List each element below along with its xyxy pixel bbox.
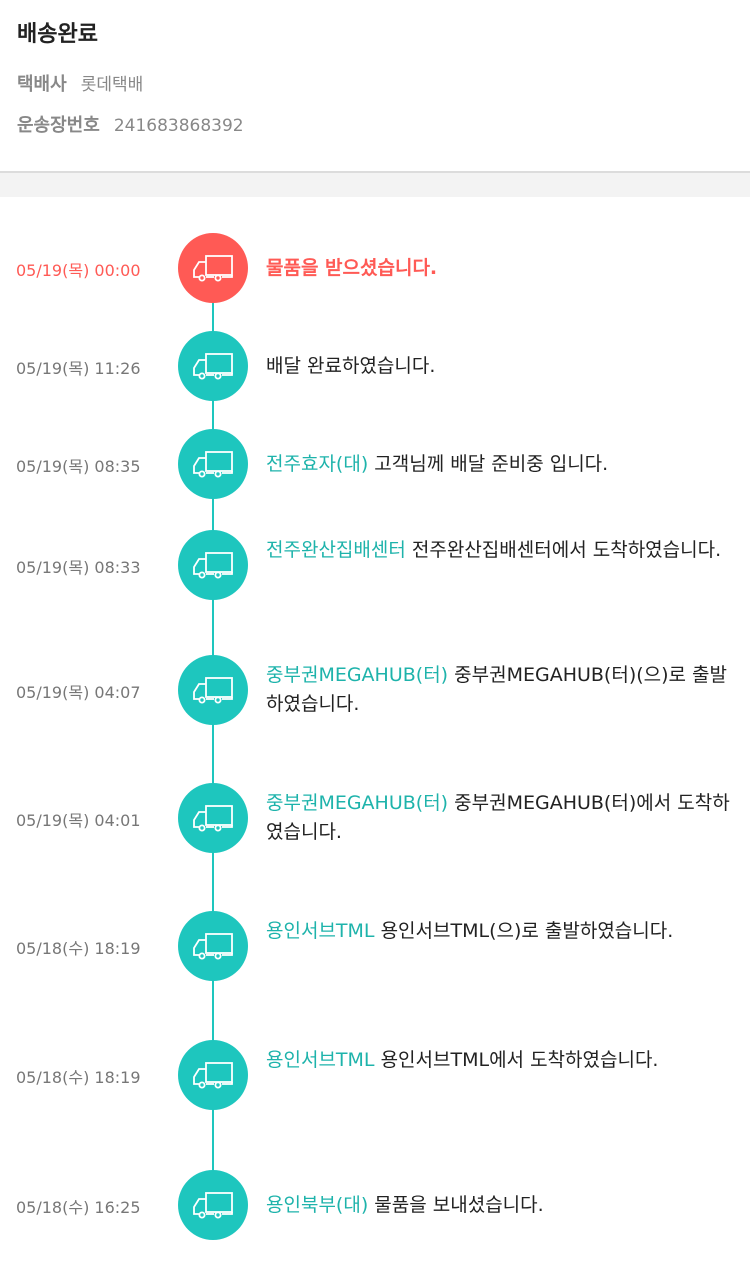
timeline-text: 용인서브TML(으)로 출발하였습니다. [380,920,674,942]
timeline-location: 중부권MEGAHUB(터) [266,664,449,686]
timeline-text: 물품을 받으셨습니다. [266,256,438,279]
truck-icon [178,1040,248,1110]
truck-icon [178,530,248,600]
section-gap [0,173,750,197]
timeline-message: 용인서브TML 용인서브TML에서 도착하였습니다. [266,1046,744,1075]
timeline-date: 05/19(목) 04:01 [16,811,141,830]
timeline-date: 05/19(목) 04:07 [16,683,141,702]
carrier-value: 롯데택배 [80,75,144,95]
timeline-location: 용인북부(대) [266,1193,369,1216]
timeline-text: 고객님께 배달 준비중 입니다. [374,452,609,475]
truck-icon [178,911,248,981]
timeline-location: 전주완산집배센터 [266,539,406,561]
timeline-message: 중부권MEGAHUB(터) 중부권MEGAHUB(터)(으)로 출발하였습니다. [266,661,744,719]
truck-icon [178,1170,248,1240]
timeline-date: 05/19(목) 11:26 [16,359,141,378]
tracking-label: 운송장번호 [17,115,100,136]
timeline-location: 용인서브TML [266,920,375,942]
timeline-date: 05/19(목) 08:35 [16,457,141,476]
carrier-label: 택배사 [17,74,67,95]
truck-icon [178,655,248,725]
truck-icon [178,429,248,499]
divider [0,171,750,173]
truck-icon [178,233,248,303]
timeline-date: 05/18(수) 18:19 [16,1068,141,1087]
truck-icon [178,331,248,401]
timeline-text: 물품을 보내셨습니다. [374,1193,544,1216]
timeline-date: 05/19(목) 08:33 [16,558,141,577]
timeline-message: 배달 완료하였습니다. [266,352,744,381]
timeline-line [212,270,214,1205]
carrier-info: 택배사 롯데택배 [17,70,143,96]
timeline-text: 중부권MEGAHUB(터)에서 도착하였습니다. [266,792,730,843]
timeline-date: 05/18(수) 18:19 [16,939,141,958]
timeline-message: 용인서브TML 용인서브TML(으)로 출발하였습니다. [266,917,744,946]
tracking-number: 241683868392 [113,116,244,136]
timeline-location: 전주효자(대) [266,452,369,475]
timeline-text: 용인서브TML에서 도착하였습니다. [380,1049,659,1071]
truck-icon [178,783,248,853]
status-title: 배송완료 [17,22,98,47]
timeline-location: 용인서브TML [266,1049,375,1071]
timeline-date: 05/18(수) 16:25 [16,1198,141,1217]
timeline-text: 전주완산집배센터에서 도착하였습니다. [411,539,722,561]
timeline-text: 배달 완료하였습니다. [266,354,436,377]
timeline-date: 05/19(목) 00:00 [16,261,141,280]
timeline-message: 물품을 받으셨습니다. [266,254,744,283]
timeline-location: 중부권MEGAHUB(터) [266,792,449,814]
timeline-message: 중부권MEGAHUB(터) 중부권MEGAHUB(터)에서 도착하였습니다. [266,789,744,847]
timeline-text: 중부권MEGAHUB(터)(으)로 출발하였습니다. [266,664,728,715]
timeline-message: 전주완산집배센터 전주완산집배센터에서 도착하였습니다. [266,536,744,565]
tracking-info: 운송장번호 241683868392 [17,111,244,137]
timeline-message: 용인북부(대) 물품을 보내셨습니다. [266,1191,744,1220]
timeline-message: 전주효자(대) 고객님께 배달 준비중 입니다. [266,450,744,479]
